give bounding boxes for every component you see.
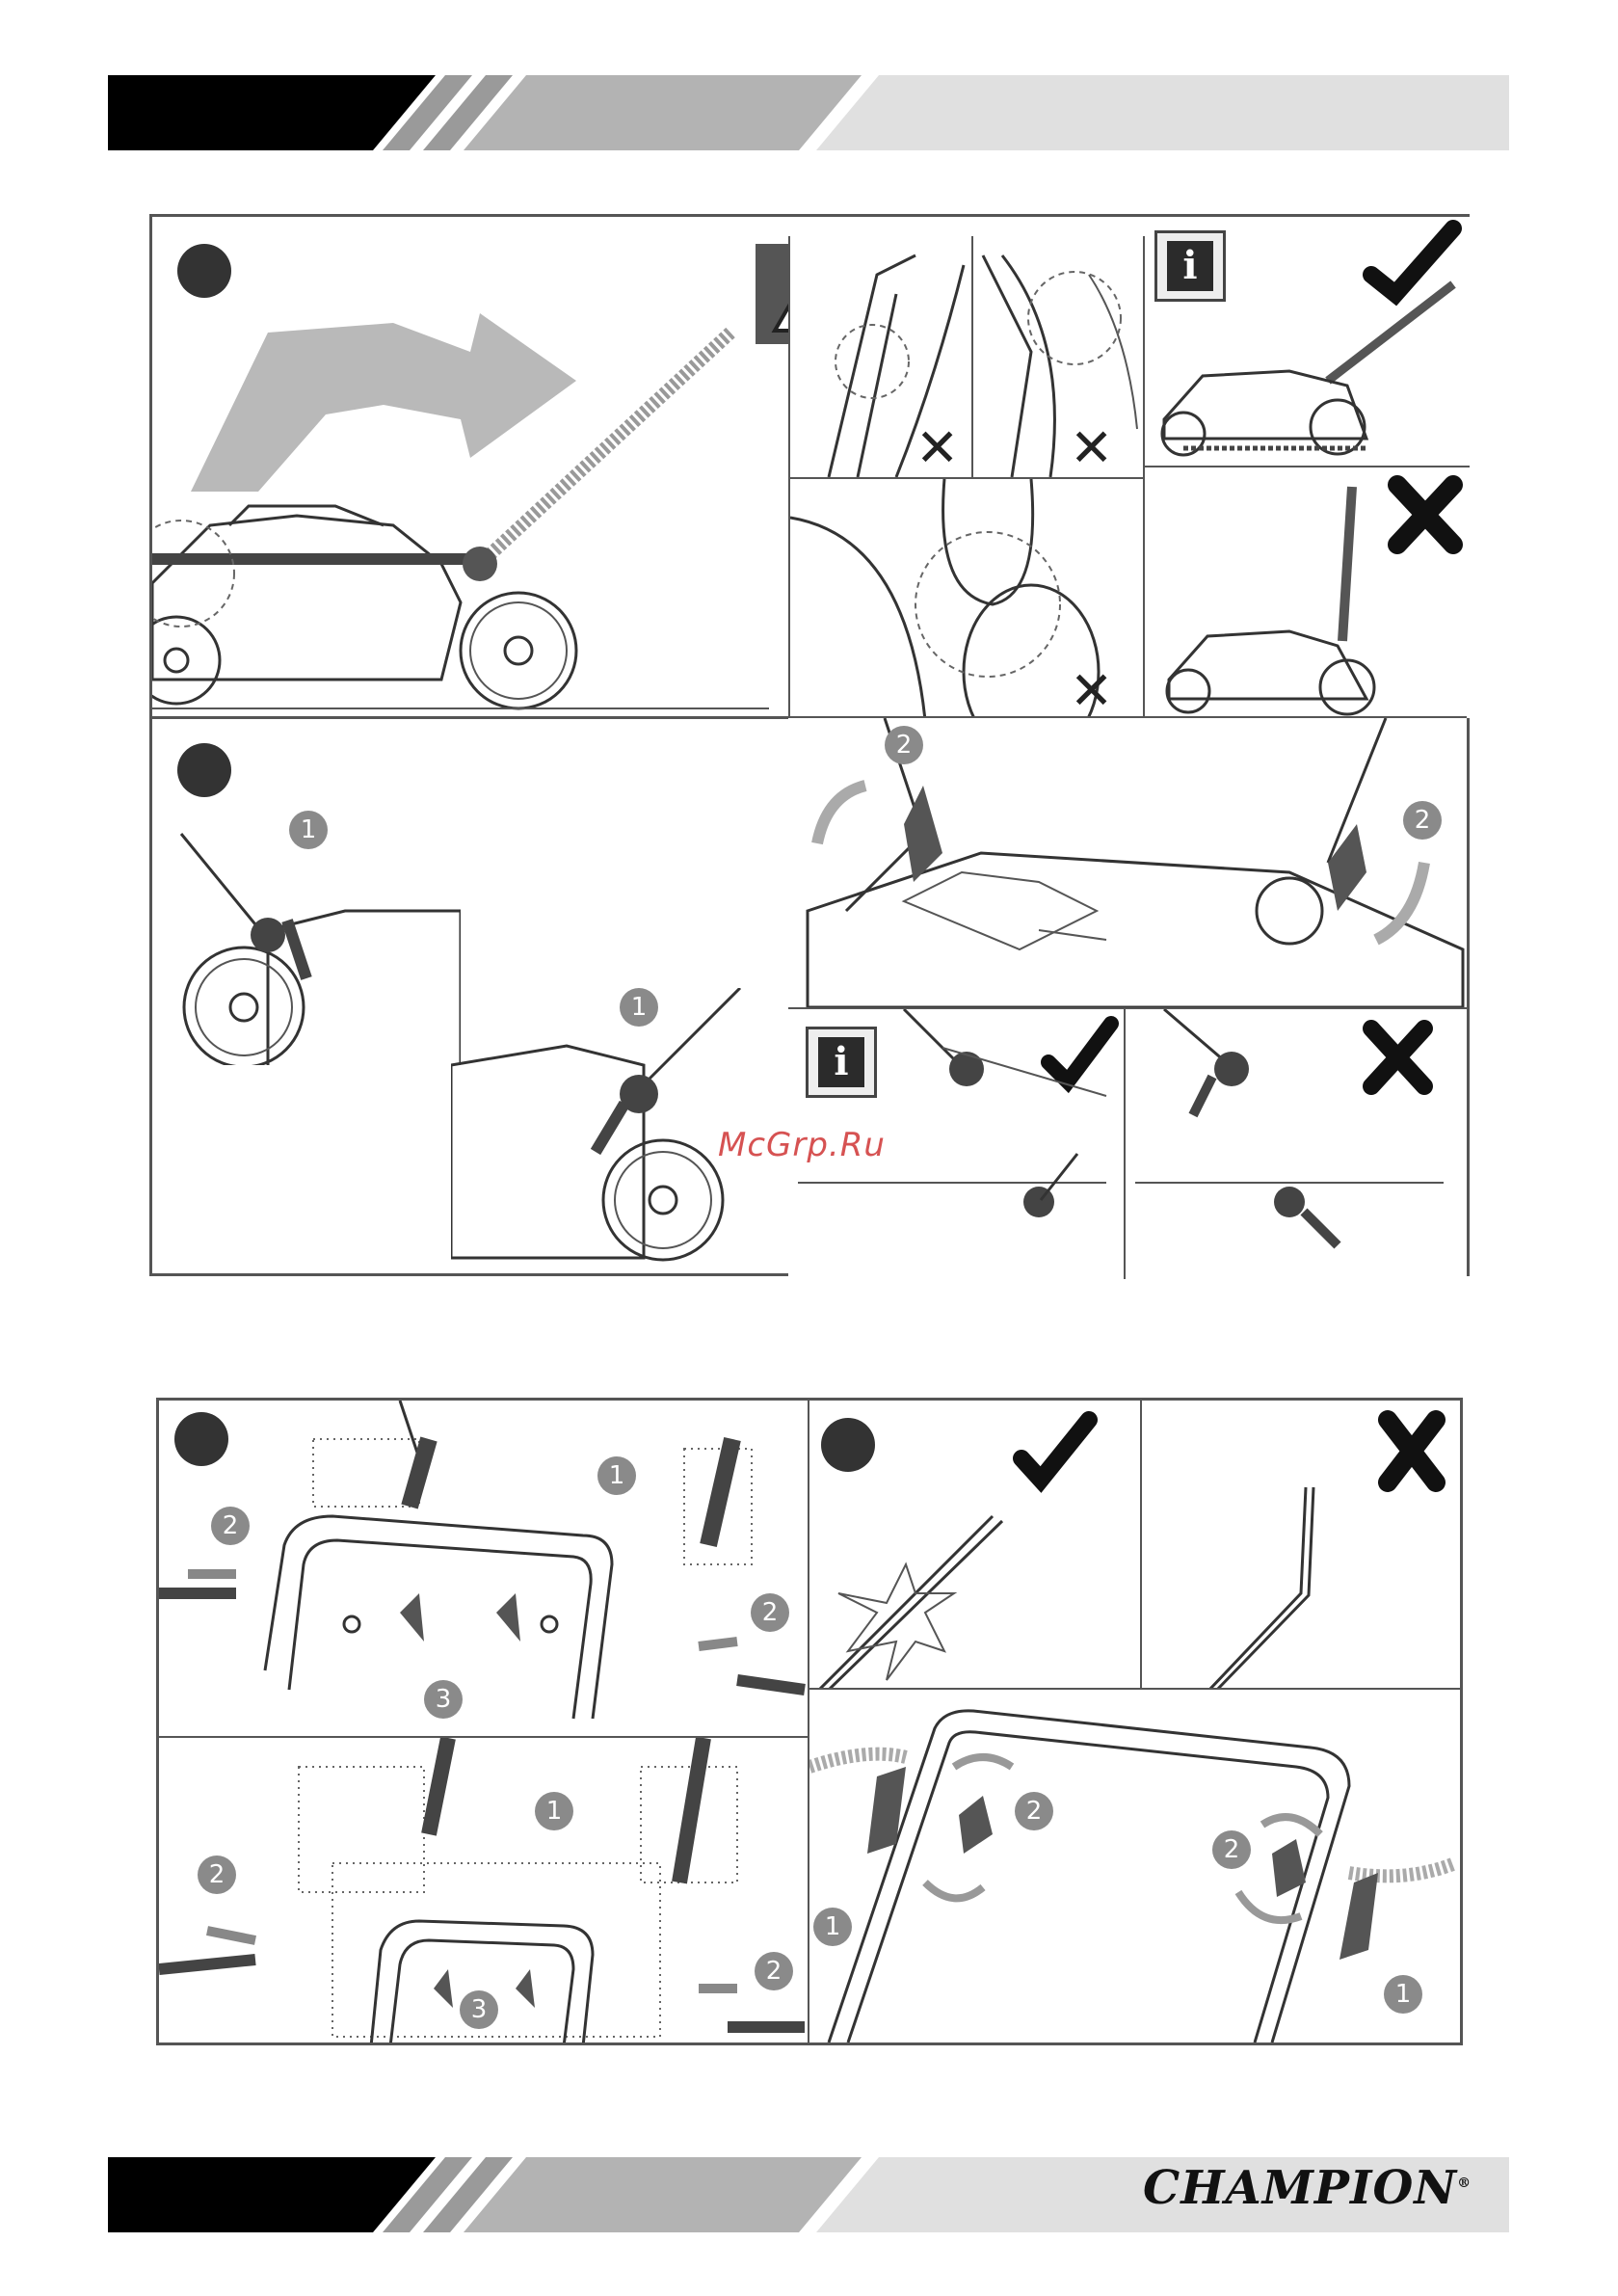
svg-text:✕: ✕	[915, 417, 959, 477]
header-band	[108, 75, 1509, 150]
callout-number: 1	[535, 1792, 573, 1830]
step3-bottom-panel: 1 2 2 3	[159, 1738, 809, 2042]
brand-logo: CHAMPION®	[1143, 2161, 1472, 2215]
detail-cable-3: ✕	[788, 477, 1145, 718]
callout-number: 3	[424, 1680, 463, 1719]
step1-main-panel	[152, 217, 769, 718]
step-marker	[174, 1412, 228, 1466]
figure-bottom-frame: 1 2 2 3 1 2 2 3	[156, 1398, 1463, 2045]
callout-number: 2	[885, 726, 923, 764]
incorrect-panel	[1145, 467, 1470, 718]
step3-top-panel: 1 2 2 3	[159, 1401, 809, 1738]
detail-cable-2: ✕	[973, 236, 1145, 477]
brand-logo-text: CHAMPION	[1143, 2161, 1457, 2215]
callout-number: 1	[1384, 1975, 1422, 2014]
callout-number: 2	[1403, 801, 1442, 840]
step-marker	[177, 244, 231, 298]
callout-number: 2	[1015, 1792, 1053, 1830]
step2-lower-left: 1	[172, 814, 461, 1065]
callout-number: 2	[211, 1507, 250, 1545]
step2-perspective: 2 2	[788, 718, 1467, 1007]
watermark: McGrp.Ru	[718, 1126, 886, 1164]
info-correct-panel: i	[1145, 217, 1470, 467]
step4-incorrect-panel	[1142, 1401, 1460, 1690]
svg-text:✕: ✕	[1070, 417, 1113, 477]
step2-incorrect	[1126, 1007, 1467, 1279]
callout-number: 2	[755, 1952, 793, 1990]
step4-bracket-panel: 2 2 1 1	[809, 1690, 1460, 2042]
callout-number: 2	[1212, 1830, 1251, 1869]
step-marker	[821, 1418, 875, 1472]
callout-number: 1	[597, 1456, 636, 1495]
callout-number: 1	[813, 1908, 852, 1946]
callout-number: 1	[620, 988, 658, 1027]
svg-text:✕: ✕	[1070, 660, 1113, 718]
callout-number: 2	[751, 1593, 789, 1632]
registered-mark: ®	[1457, 2176, 1472, 2191]
step4-correct-panel	[809, 1401, 1142, 1690]
callout-number: 3	[460, 1990, 498, 2029]
callout-number: 2	[198, 1855, 236, 1894]
figure-top-frame: ✕ ✕ ✕ i	[149, 214, 1470, 1276]
step2-lower-middle: 1	[451, 988, 759, 1277]
step-marker	[177, 743, 231, 797]
detail-cable-1: ✕	[788, 236, 973, 477]
callout-number: 1	[289, 811, 328, 849]
